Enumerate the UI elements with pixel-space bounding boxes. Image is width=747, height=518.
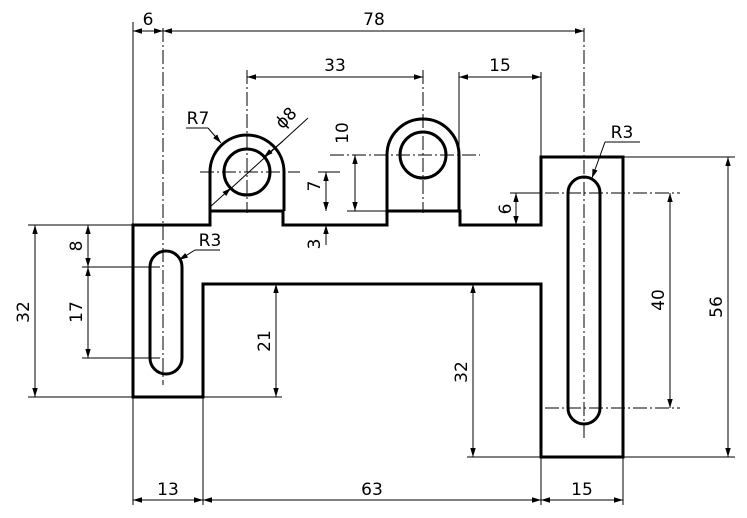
dim-left-height: 32 <box>14 301 34 323</box>
dim-slot-radius-left: R3 <box>199 231 222 251</box>
dim-bottom-middle: 63 <box>361 480 383 500</box>
left-slot <box>148 249 184 376</box>
dim-left-slot-top: 8 <box>67 241 87 252</box>
dim-right-lug-gap: 15 <box>489 56 511 76</box>
part-outline <box>131 155 625 459</box>
dim-right-height: 56 <box>707 296 727 318</box>
left-lug <box>208 133 286 211</box>
dim-hole-diameter: ϕ8 <box>272 104 302 134</box>
dim-overall-width: 78 <box>363 10 385 30</box>
dim-lug-radius: R7 <box>187 109 210 129</box>
dim-slot-radius-right: R3 <box>611 123 634 143</box>
dim-bottom-right: 15 <box>571 480 593 500</box>
dim-hole-spacing: 33 <box>324 56 346 76</box>
dim-bottom-left: 13 <box>157 480 179 500</box>
extension-lines <box>28 22 735 505</box>
center-lines <box>162 28 680 440</box>
dim-left-offset: 6 <box>143 10 154 30</box>
dim-inner-height: 21 <box>255 330 275 352</box>
dimension-labels: 6 78 33 15 R7 ϕ8 10 7 3 6 R3 R3 8 17 32 … <box>14 10 727 500</box>
dim-lug-hole-offset: 7 <box>305 181 325 192</box>
dim-hole-height: 10 <box>333 122 353 144</box>
dim-right-step: 6 <box>496 204 516 215</box>
dimension-lines <box>32 28 731 503</box>
leader-lines <box>178 117 640 261</box>
dim-left-slot-length: 17 <box>67 301 87 323</box>
dim-right-slot-length: 40 <box>649 289 669 311</box>
dim-lug-base-step: 3 <box>305 239 325 250</box>
dim-right-inner-height: 32 <box>452 361 472 383</box>
